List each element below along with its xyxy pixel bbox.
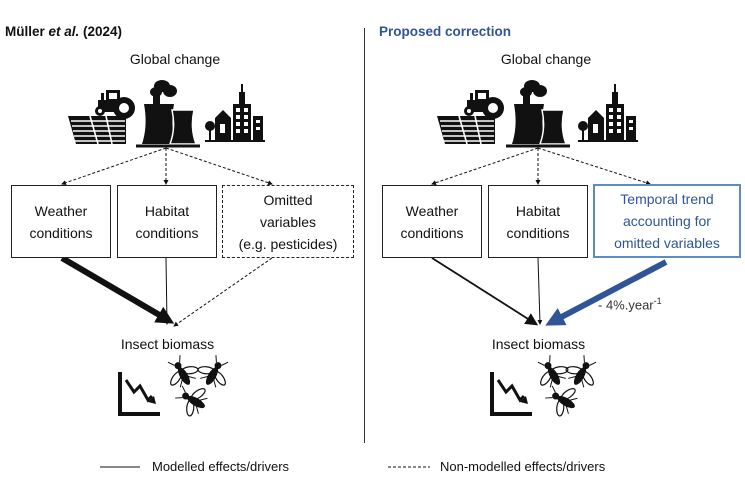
box-line: conditions — [400, 224, 464, 241]
insect-icon — [191, 349, 238, 394]
right-effect-arrows — [431, 257, 668, 326]
habitat-conditions-box-left: Habitat conditions — [117, 185, 217, 258]
box-line: Weather — [405, 202, 459, 219]
right-panel-title: Proposed correction — [379, 24, 512, 39]
left-effect-arrows — [60, 255, 273, 327]
title-prefix: Müller — [5, 24, 49, 39]
box-line: variables — [259, 213, 316, 230]
weather-conditions-box-left: Weather conditions — [11, 185, 111, 258]
panel-divider — [364, 28, 365, 443]
right-dashed-driver-arrows — [431, 147, 651, 186]
trend-rate-text: - 4%.year — [598, 297, 654, 313]
trend-rate-label: - 4%.year-1 — [598, 296, 662, 312]
trend-rate-exponent: -1 — [653, 296, 662, 306]
insect-icon — [158, 349, 205, 394]
title-italic: et al. — [48, 24, 80, 39]
city-icon — [577, 83, 639, 142]
tractor-field-icon — [67, 89, 136, 145]
box-line: (e.g. pesticides) — [238, 235, 338, 252]
box-line: Weather — [34, 202, 88, 219]
omitted-variables-box: Omitted variables (e.g. pesticides) — [222, 185, 354, 258]
legend-modelled-label: Modelled effects/drivers — [152, 459, 290, 474]
habitat-conditions-box-right: Habitat conditions — [488, 185, 588, 258]
power-plant-icon — [504, 78, 572, 148]
declining-chart-icon — [490, 370, 534, 416]
box-line: conditions — [29, 224, 93, 241]
insect-biomass-label-right: Insect biomass — [491, 336, 586, 352]
global-change-label-right: Global change — [500, 51, 592, 67]
legend-non-modelled-label: Non-modelled effects/drivers — [440, 459, 606, 474]
box-line: Temporal trend — [620, 191, 714, 207]
power-plant-icon — [134, 78, 202, 148]
box-line: conditions — [506, 224, 570, 241]
tractor-field-icon — [436, 89, 505, 145]
box-line: accounting for — [623, 213, 711, 229]
global-change-label-left: Global change — [129, 51, 221, 67]
insect-biomass-label-left: Insect biomass — [120, 336, 215, 352]
left-panel-title: Müller et al. (2024) — [5, 24, 122, 39]
box-line: Habitat — [144, 202, 190, 219]
box-line: Omitted — [263, 191, 313, 208]
weather-conditions-box-right: Weather conditions — [382, 185, 482, 258]
declining-chart-icon — [118, 370, 162, 416]
insect-icon — [559, 349, 606, 394]
temporal-trend-box: Temporal trend accounting for omitted vari… — [593, 184, 741, 258]
left-dashed-driver-arrows — [61, 147, 273, 186]
box-line: omitted variables — [614, 235, 720, 251]
title-suffix: (2024) — [79, 24, 123, 39]
box-line: Habitat — [515, 202, 561, 219]
box-line: conditions — [135, 224, 199, 241]
city-icon — [204, 83, 266, 142]
